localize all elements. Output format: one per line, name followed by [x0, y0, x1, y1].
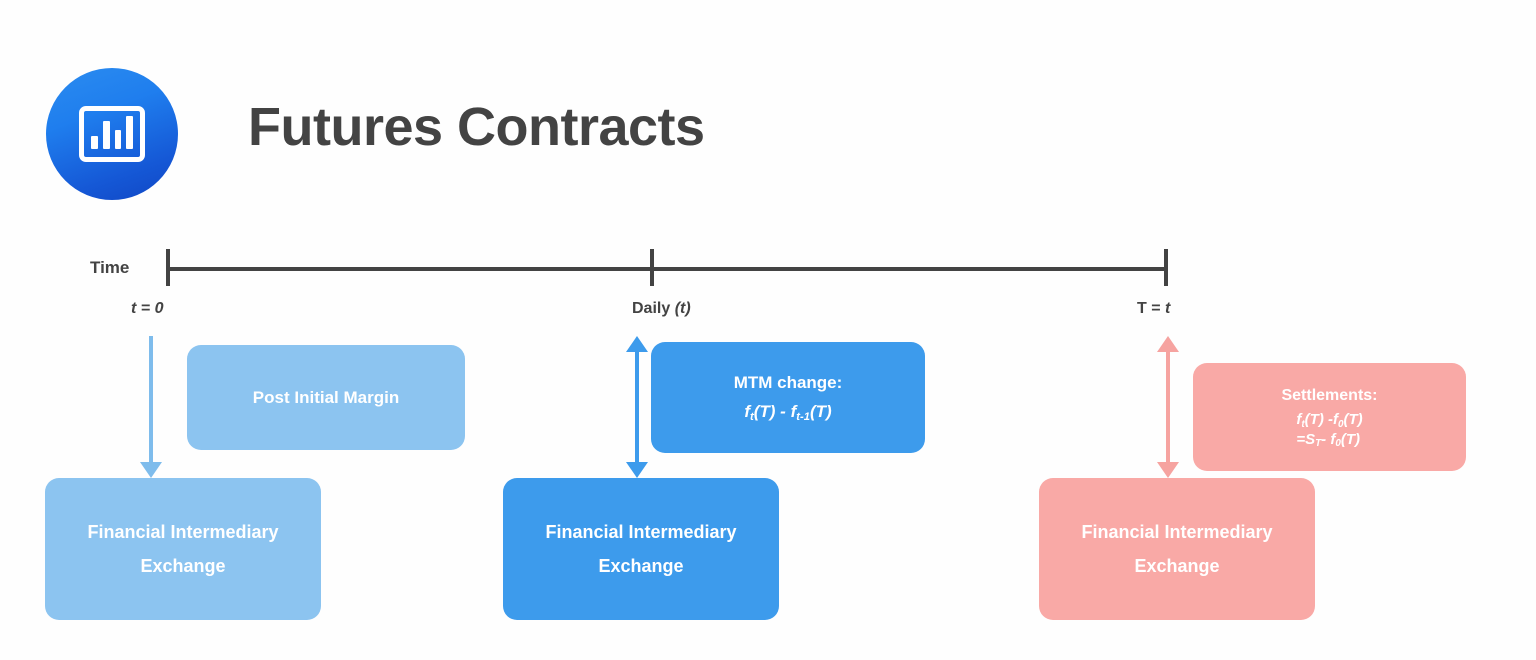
bar-chart-icon-bar-1: [91, 136, 98, 149]
entity-box-initial-line1: Financial Intermediary: [87, 521, 279, 542]
entity-box-initial: Financial Intermediary Exchange: [45, 478, 321, 620]
mtm-arrow-head-down: [626, 462, 648, 478]
post-margin-arrow-shaft: [149, 336, 153, 464]
mtm-change-formula: ft(T) - ft-1(T): [744, 402, 832, 424]
bar-chart-icon-bar-2: [102, 121, 110, 149]
settlements-r2-end: (T): [1340, 430, 1360, 448]
settlements-formula-block: ft(T) -f0(T) =ST- f0(T): [1296, 410, 1363, 450]
settlements-r1-f1: f: [1296, 411, 1302, 429]
post-margin-arrow-head-down: [140, 462, 162, 478]
mtm-formula-sub1: t: [749, 411, 754, 424]
entity-box-daily: Financial Intermediary Exchange: [503, 478, 779, 620]
mtm-formula-f1: f: [744, 402, 750, 421]
settlements-r1-sub1: t: [1301, 419, 1305, 431]
entity-box-settlement-line2: Exchange: [1134, 556, 1220, 576]
entity-box-initial-line2: Exchange: [140, 556, 226, 576]
settlements-r1-mid: (T) -: [1304, 411, 1333, 429]
timeline-caption-T: T = t: [1137, 300, 1170, 318]
mtm-formula-sub2: t-1: [796, 411, 810, 424]
mtm-formula-f2: f: [790, 402, 797, 421]
settlements-r1-sub2: 0: [1337, 419, 1344, 431]
settlements-r2-s: =S: [1296, 430, 1316, 448]
timeline-caption-T-text: T =: [1137, 300, 1166, 317]
entity-box-daily-line2: Exchange: [598, 556, 684, 576]
settlements-formula-row-1: ft(T) -f0(T): [1296, 410, 1363, 431]
timeline-tick-T: [1164, 249, 1168, 286]
mtm-arrow-shaft: [635, 350, 639, 464]
settlements-r2-mid: -: [1321, 430, 1331, 448]
timeline-tick-t0: [166, 249, 170, 286]
mtm-change-label: MTM change:: [733, 373, 843, 392]
timeline-caption-daily-text: Daily: [632, 300, 671, 317]
timeline-axis-label: Time: [90, 258, 130, 277]
settlement-arrow-head-up: [1157, 336, 1179, 352]
mtm-formula-end: (T): [809, 402, 832, 421]
bar-chart-icon-frame: [79, 106, 145, 162]
bar-chart-icon: [46, 68, 178, 200]
entity-box-settlement-line1: Financial Intermediary: [1081, 521, 1273, 542]
settlements-r1-end: (T): [1343, 411, 1363, 429]
settlements-r2-f: f: [1330, 430, 1336, 448]
settlements-r2-sub2: 0: [1335, 438, 1341, 450]
bar-chart-icon-bar-3: [114, 130, 122, 149]
settlement-arrow-head-down: [1157, 462, 1179, 478]
settlements-label: Settlements:: [1281, 387, 1378, 405]
timeline-axis: [166, 267, 1168, 271]
timeline-tick-daily: [650, 249, 654, 286]
settlement-arrow-shaft: [1166, 350, 1170, 464]
post-margin-arrow: [140, 336, 162, 478]
timeline-caption-daily-var: (t): [674, 300, 691, 317]
timeline-caption-daily: Daily (t): [632, 300, 691, 318]
timeline-caption-T-var: t: [1165, 300, 1171, 317]
settlements-formula-row-2: =ST- f0(T): [1296, 430, 1360, 450]
entity-box-daily-line1: Financial Intermediary: [545, 521, 737, 542]
settlements-box: Settlements: ft(T) -f0(T) =ST- f0(T): [1193, 363, 1466, 471]
bar-chart-icon-bar-4: [126, 116, 133, 149]
timeline-caption-t0: t = 0: [131, 300, 163, 318]
post-initial-margin-box: Post Initial Margin: [187, 345, 465, 450]
page-title: Futures Contracts: [248, 97, 705, 157]
settlement-arrow: [1157, 336, 1179, 478]
settlements-r1-f2: f: [1332, 411, 1338, 429]
mtm-formula-mid: (T) -: [753, 402, 791, 421]
entity-box-settlement: Financial Intermediary Exchange: [1039, 478, 1315, 620]
mtm-change-box: MTM change: ft(T) - ft-1(T): [651, 342, 925, 453]
post-initial-margin-label: Post Initial Margin: [252, 387, 400, 407]
mtm-arrow-head-up: [626, 336, 648, 352]
mtm-arrow: [626, 336, 648, 478]
settlements-r2-sub1: T: [1315, 438, 1322, 450]
timeline-caption-t0-text: t = 0: [131, 300, 164, 317]
